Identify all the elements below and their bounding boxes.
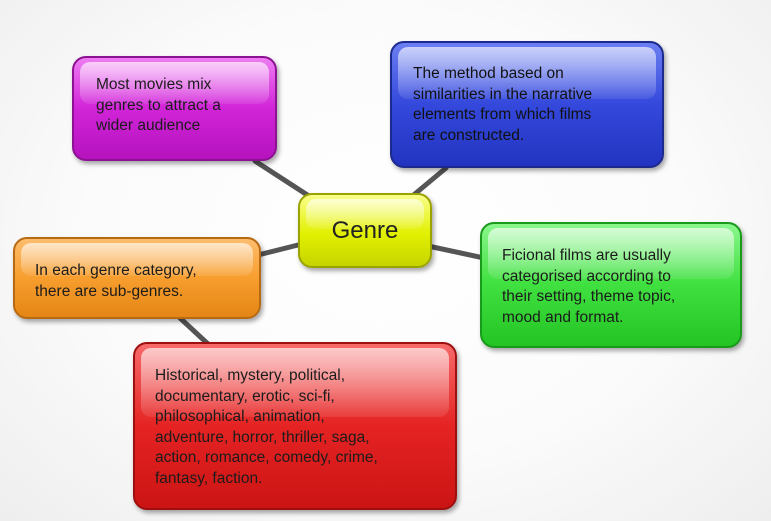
- node-text-line: philosophical, animation,: [155, 408, 325, 425]
- node-text-line: are constructed.: [413, 126, 525, 144]
- node-text-line: elements from which films: [413, 106, 592, 123]
- node-text-line: Historical, mystery, political,: [155, 367, 346, 384]
- node-sub-genres: In each genre category, there are sub-ge…: [13, 237, 261, 319]
- node-text-line: adventure, horror, thriller, saga,: [155, 428, 370, 446]
- node-text-line: similarities in the narrative: [413, 85, 593, 103]
- node-text-line: In each genre category,: [35, 262, 197, 279]
- node-categorised: Ficional films are usually categorised a…: [480, 222, 742, 348]
- connector-orange: [255, 241, 305, 258]
- center-label: Genre: [331, 216, 399, 244]
- node-text-line: Most movies mix: [96, 76, 212, 93]
- connector-red: [177, 315, 211, 347]
- node-text-line: mood and format.: [502, 308, 624, 326]
- node-text-line: fantasy, faction.: [155, 469, 263, 487]
- node-text-line: genres to attract a: [96, 96, 221, 114]
- node-mix-genres: Most movies mix genres to attract a wide…: [72, 56, 277, 161]
- node-text-line: The method based on: [413, 65, 564, 82]
- node-text-line: their setting, theme topic,: [502, 288, 676, 305]
- node-text-line: documentary, erotic, sci-fi,: [155, 387, 335, 405]
- node-method: The method based on similarities in the …: [390, 41, 664, 168]
- node-genre-center: Genre: [298, 193, 432, 268]
- node-text-line: there are sub-genres.: [35, 282, 184, 300]
- node-text-line: action, romance, comedy, crime,: [155, 449, 378, 466]
- node-text-line: wider audience: [96, 117, 201, 134]
- connector-magenta: [252, 158, 315, 201]
- node-text-line: Ficional films are usually: [502, 247, 671, 264]
- node-genre-list: Historical, mystery, political, document…: [133, 342, 457, 510]
- connector-green: [425, 243, 487, 261]
- node-text-line: categorised according to: [502, 267, 671, 285]
